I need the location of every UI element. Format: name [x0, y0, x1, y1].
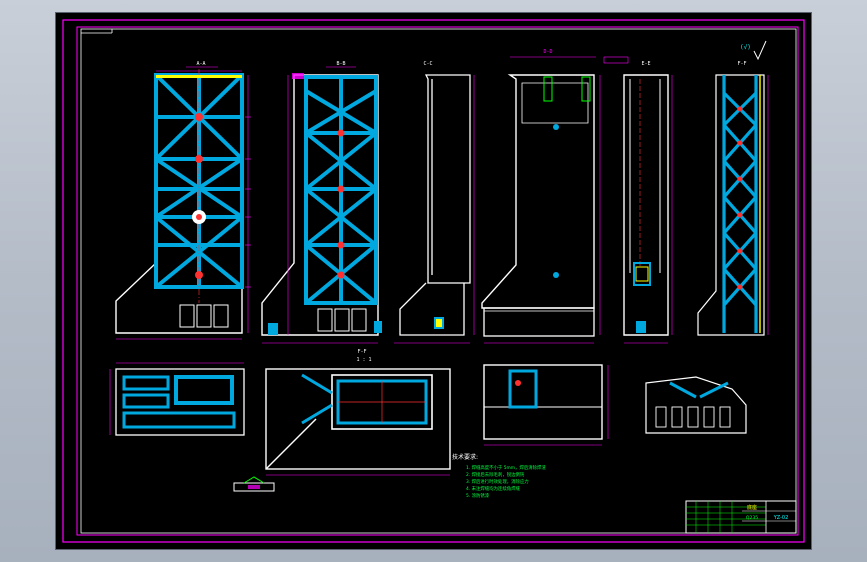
plan-view-1	[109, 362, 245, 436]
view-a-a: A-A	[115, 61, 251, 340]
note-item: 2. 焊接后去除毛刺，锐边倒钝	[466, 471, 525, 478]
weld-detail-icon	[233, 476, 275, 492]
view-e-e: E-E	[623, 61, 673, 344]
view-label-c-c: C-C	[423, 61, 432, 67]
note-item: 1. 焊缝高度不小于 5mm，焊后清除焊渣	[466, 464, 546, 471]
title-block: 底座 Q235 YZ-02	[685, 500, 797, 534]
drawing-area-border	[80, 28, 797, 534]
plan-view-3	[483, 364, 609, 446]
outer-border	[62, 19, 805, 543]
view-label-a-a: A-A	[196, 61, 205, 67]
inner-border	[76, 26, 799, 536]
section-title: F-F	[357, 349, 366, 355]
roughness-symbol-icon: (√)	[740, 40, 767, 61]
view-c-c: C-C	[394, 61, 475, 344]
view-f-f: F-F	[697, 61, 769, 336]
scale-text: 1 : 1	[356, 357, 371, 363]
view-label-e-e: E-E	[641, 61, 650, 67]
view-label-f-f: F-F	[737, 61, 746, 67]
cad-drawing-canvas: (√) A-A	[62, 19, 805, 543]
plan-view-4	[645, 376, 747, 434]
note-item: 5. 涂防锈漆	[466, 492, 490, 499]
title-block-drawing-no: YZ-02	[773, 515, 789, 521]
notes-title: 技术要求:	[452, 453, 478, 461]
view-label-b-b: B-B	[336, 61, 345, 67]
title-block-name: 底座	[747, 504, 757, 511]
svg-text:(√): (√)	[740, 44, 751, 51]
plan-view-section-f-f: F-F 1 : 1	[265, 349, 451, 476]
view-d-d: D-D	[481, 49, 629, 344]
title-block-material: Q235	[746, 515, 758, 521]
view-b-b: B-B	[261, 61, 382, 344]
technical-notes: 技术要求: 1. 焊缝高度不小于 5mm，焊后清除焊渣 2. 焊接后去除毛刺，锐…	[452, 453, 546, 499]
note-item: 3. 焊后进行时效处理，消除应力	[466, 478, 529, 485]
view-label-d-d: D-D	[543, 49, 552, 55]
note-item: 4. 未注焊缝均为连续角焊缝	[466, 485, 520, 492]
drawing-sheet: (√) A-A	[56, 13, 811, 549]
